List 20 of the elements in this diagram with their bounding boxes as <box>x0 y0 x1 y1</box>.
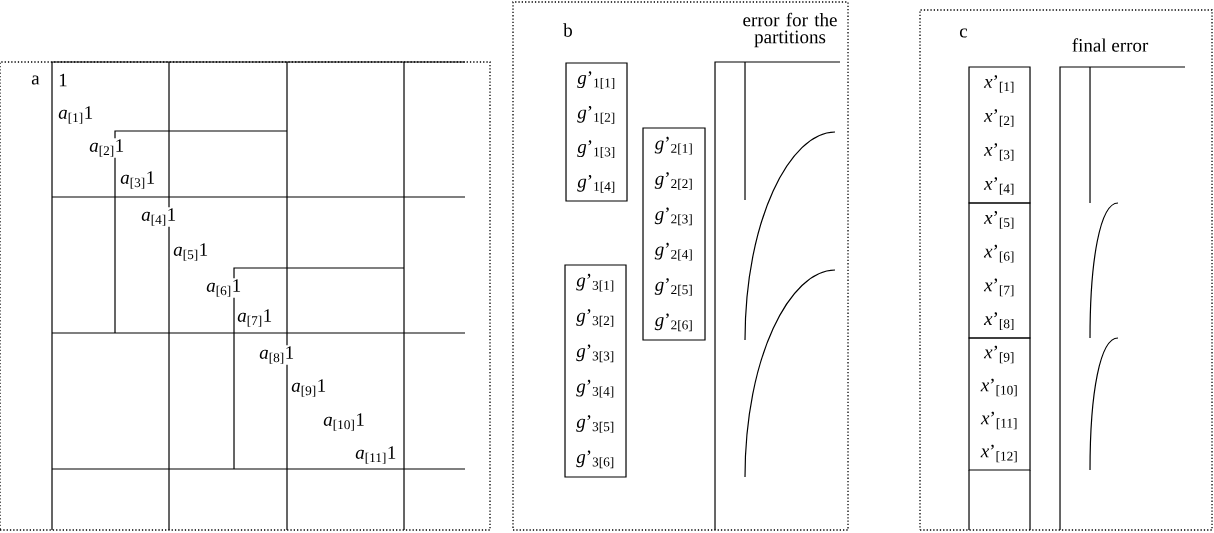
value-column-box: x’$_{[1]}$ x’$_{[2]}$ x’$_{[3]}$ x’$_{[4]}$ <box>968 66 1031 204</box>
matrix-entry: a$_{[4]}$1 <box>140 207 178 227</box>
value-column-box: g’$_{1[1]}$ g’$_{1[2]}$ g’$_{1[3]}$ g’$_{1[4]}$ <box>565 62 628 202</box>
matrix-entry: a$_{[11]}$1 <box>354 445 398 465</box>
value-column-box: x’$_{[5]}$ x’$_{[6]}$ x’$_{[7]}$ x’$_{[8]}$ <box>968 202 1031 339</box>
matrix-entry: a$_{[10]}$1 <box>322 412 366 432</box>
matrix-entry: a$_{[6]}$1 <box>205 278 243 298</box>
value-column-box: g’$_{2[1]}$ g’$_{2[2]}$ g’$_{2[3]}$ g’$_{2[4]}$ g’$_{2[5]}$ g’$_{2[6]}$ <box>642 127 706 341</box>
matrix-entry: a$_{[5]}$1 <box>172 242 210 262</box>
axis-title: final error <box>1072 38 1149 52</box>
value-column-box: x’$_{[9]}$ x’$_{[10]}$ x’$_{[11]}$ x’$_{[12]}$ <box>968 337 1031 471</box>
matrix-entry: a$_{[9]}$1 <box>290 378 328 398</box>
matrix-entry: a$_{[3]}$1 <box>119 170 157 190</box>
matrix-entry: a$_{[1]}$1 <box>57 105 95 125</box>
matrix-entry: a$_{[2]}$1 <box>88 138 126 158</box>
matrix-entry: a$_{[8]}$1 <box>258 345 296 365</box>
matrix-entry: 1 <box>57 72 69 88</box>
matrix-entry: a$_{[7]}$1 <box>236 308 274 328</box>
axis-title: error for the partitions <box>743 12 837 48</box>
value-column-box: g’$_{3[1]}$ g’$_{3[2]}$ g’$_{3[3]}$ g’$_{3[4]}$ g’$_{3[5]}$ g’$_{3[6]}$ <box>564 264 627 478</box>
